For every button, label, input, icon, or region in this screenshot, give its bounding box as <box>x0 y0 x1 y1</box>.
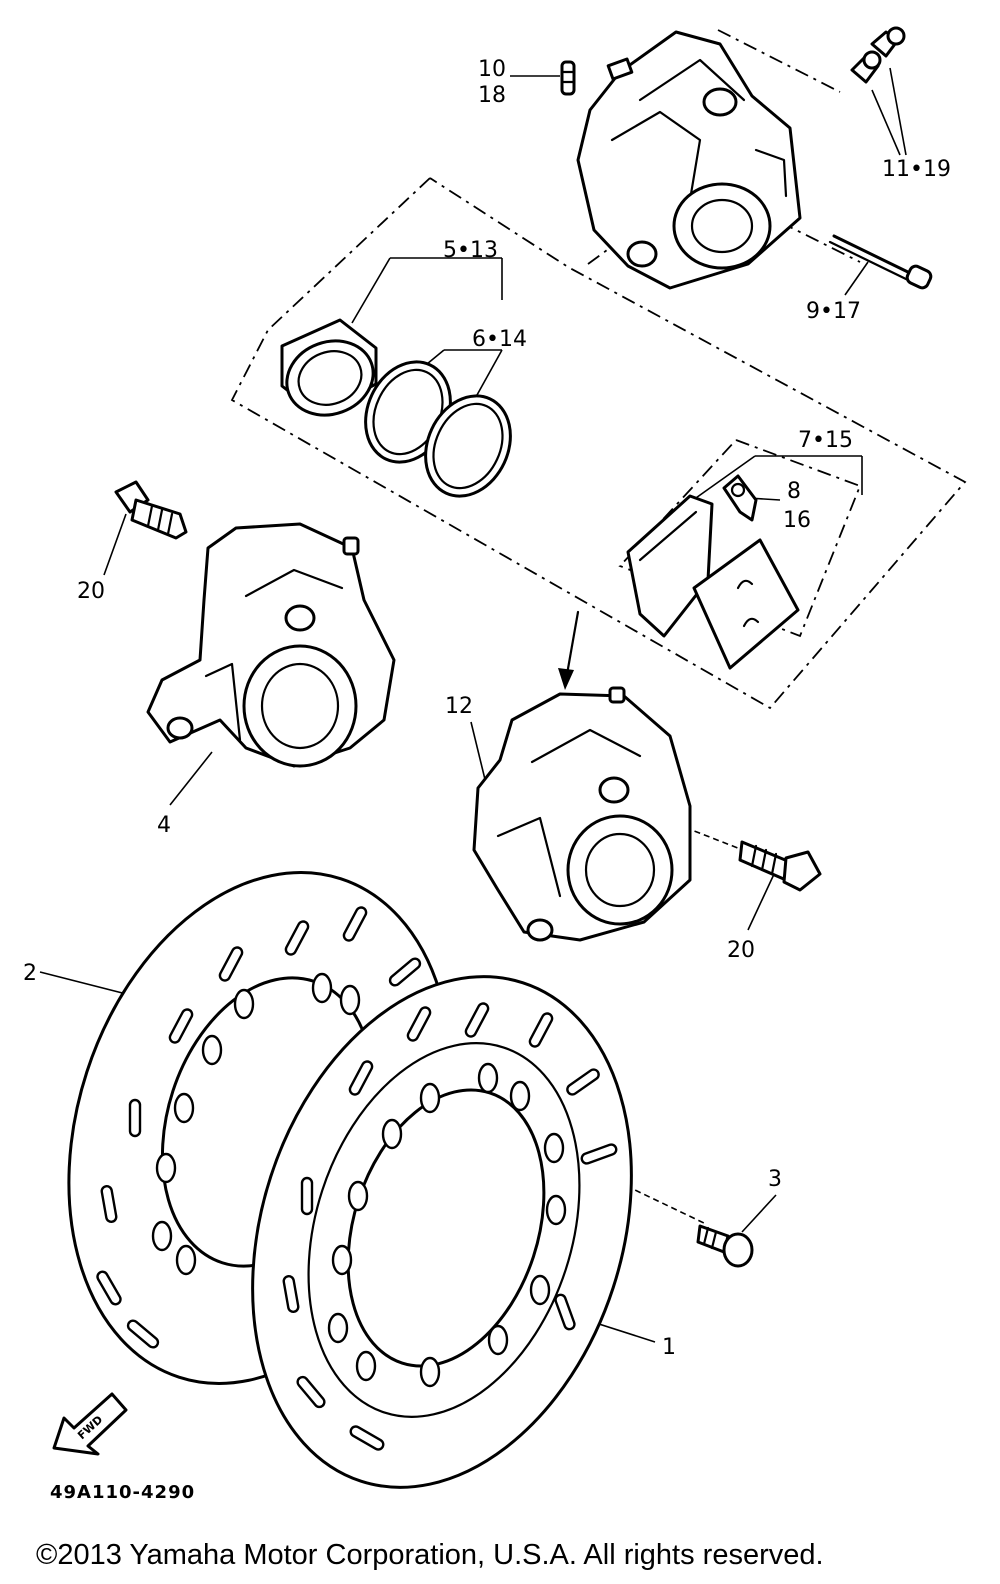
disc-2-slots <box>96 906 422 1349</box>
bleed-screws <box>850 26 906 84</box>
disc-1-holes <box>327 1062 567 1388</box>
copyright-notice: ©2013 Yamaha Motor Corporation, U.S.A. A… <box>36 1539 824 1571</box>
caliper-piston <box>280 318 378 417</box>
disc-1-slots <box>282 1002 618 1451</box>
brake-disc-1 <box>251 975 633 1489</box>
callout-18: 18 <box>478 83 506 108</box>
callout-3: 3 <box>768 1167 782 1192</box>
callout-1: 1 <box>662 1335 676 1360</box>
caliper-slide-pin <box>828 234 933 290</box>
right-brake-caliper <box>472 686 692 942</box>
upper-brake-caliper <box>576 30 802 290</box>
assembly-arrow <box>558 610 580 690</box>
brake-pads <box>626 494 800 670</box>
callout-labels: 10 18 11•19 5•13 6•14 9•17 7•15 8 16 20 … <box>23 57 951 1360</box>
callout-2: 2 <box>23 961 37 986</box>
callout-20-right: 20 <box>727 938 755 963</box>
front-direction-marker: FWD <box>52 1392 128 1456</box>
disc-bolt <box>696 1224 754 1268</box>
piston-seals <box>364 360 512 498</box>
left-brake-caliper <box>146 522 396 768</box>
part-number: 49A110-4290 <box>50 1482 195 1503</box>
callout-9-17: 9•17 <box>806 299 861 324</box>
callout-11-19: 11•19 <box>882 157 951 182</box>
brake-disc-2 <box>67 871 453 1385</box>
callout-7-15: 7•15 <box>798 428 853 453</box>
disc-2-holes <box>151 972 361 1276</box>
callout-6-14: 6•14 <box>472 327 527 352</box>
callout-5-13: 5•13 <box>443 238 498 263</box>
callout-20-left: 20 <box>77 579 105 604</box>
pad-spring <box>722 474 758 522</box>
pad-pin <box>560 60 576 96</box>
mounting-bolt-left <box>114 480 188 540</box>
callout-16: 16 <box>783 508 811 533</box>
callout-8: 8 <box>787 479 801 504</box>
callout-12: 12 <box>445 694 473 719</box>
callout-4: 4 <box>157 813 171 838</box>
callout-10: 10 <box>478 57 506 82</box>
mounting-bolt-right <box>738 840 822 892</box>
